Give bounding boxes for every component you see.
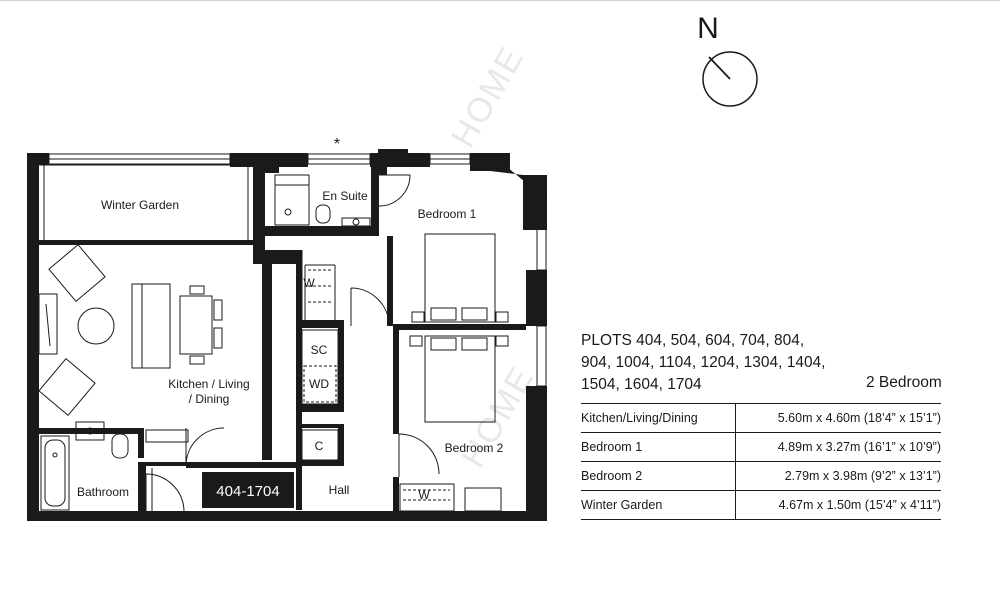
bed-1 — [411, 233, 509, 323]
label-dining: / Dining — [189, 392, 230, 406]
table-row: Kitchen/Living/Dining 5.60m x 4.60m (18’… — [581, 403, 941, 433]
label-wardrobe-1: W — [303, 276, 315, 290]
coffee-table-icon — [77, 307, 115, 345]
wardrobes — [308, 269, 450, 501]
room-name: Kitchen/Living/Dining — [581, 403, 736, 433]
doors — [145, 174, 440, 512]
label-bedroom-2: Bedroom 2 — [445, 441, 504, 455]
living-furniture — [38, 243, 223, 443]
bath-toilet-icon — [111, 433, 129, 459]
cupboard-c — [301, 429, 339, 461]
label-wardrobe-2: W — [418, 488, 430, 502]
plots-line-3: 1504, 1604, 1704 — [581, 376, 702, 393]
bedroom2-desk — [464, 487, 502, 512]
room-name: Bedroom 2 — [581, 461, 736, 491]
room-dimensions-table: Kitchen/Living/Dining 5.60m x 4.60m (18’… — [581, 403, 941, 520]
label-wd: WD — [309, 377, 329, 391]
en-suite-fixtures — [274, 174, 371, 227]
plot-badge-label: 404-1704 — [216, 483, 279, 500]
top-rule — [0, 0, 1000, 1]
label-en-suite: En Suite — [322, 189, 368, 203]
armchair-top — [48, 243, 106, 303]
label-sc: SC — [311, 343, 328, 357]
label-bedroom-1: Bedroom 1 — [418, 207, 477, 221]
label-winter-garden: Winter Garden — [101, 198, 179, 212]
table-row: Bedroom 2 2.79m x 3.98m (9’2” x 13’1”) — [581, 461, 941, 491]
outer-walls — [27, 149, 547, 521]
label-kitchen-living: Kitchen / Living — [168, 377, 249, 391]
bed-2 — [409, 335, 509, 423]
room-dims: 5.60m x 4.60m (18’4” x 15’1”) — [735, 403, 941, 433]
bathroom-fixtures — [40, 421, 129, 511]
plots-info: PLOTS 404, 504, 604, 704, 804, 904, 1004… — [581, 330, 941, 396]
basin-icon — [341, 217, 371, 227]
room-name: Winter Garden — [581, 490, 736, 520]
watermark-top: HOME — [444, 40, 532, 154]
tv-unit — [38, 293, 58, 355]
sofa-icon — [131, 283, 171, 369]
north-compass: N — [697, 12, 758, 107]
label-c: C — [315, 439, 324, 453]
bathtub-icon — [40, 435, 70, 511]
asterisk-mark: * — [334, 136, 340, 153]
table-row: Bedroom 1 4.89m x 3.27m (16’1” x 10’9”) — [581, 432, 941, 462]
bath-basin-icon — [75, 421, 105, 441]
room-dims: 4.67m x 1.50m (15’4” x 4’11”) — [735, 490, 941, 520]
room-dims: 2.79m x 3.98m (9’2” x 13’1”) — [735, 461, 941, 491]
room-dims: 4.89m x 3.27m (16’1” x 10’9”) — [735, 432, 941, 462]
shower-tray — [274, 174, 310, 226]
compass-needle — [708, 56, 731, 80]
kitchen-counter — [145, 429, 189, 443]
plots-line-1: PLOTS 404, 504, 604, 704, 804, — [581, 332, 805, 349]
washer-dryer-icon — [303, 365, 337, 403]
utility-cupboard — [301, 329, 339, 405]
plot-badge — [202, 472, 294, 508]
room-lines — [264, 250, 336, 460]
bedroom2-wardrobe — [399, 483, 455, 512]
label-bathroom: Bathroom — [77, 485, 129, 499]
dining-table-icon — [179, 295, 213, 355]
armchair-bottom — [38, 357, 96, 417]
interior-walls — [39, 165, 526, 511]
bedroom-type: 2 Bedroom — [866, 374, 942, 391]
label-hall: Hall — [329, 483, 350, 497]
winter-garden-frame — [39, 164, 253, 240]
compass-circle — [702, 51, 758, 107]
north-letter: N — [697, 12, 719, 45]
toilet-icon — [315, 204, 331, 224]
windows — [48, 153, 547, 387]
plots-line-2: 904, 1004, 1104, 1204, 1304, 1404, — [581, 354, 826, 371]
table-row: Winter Garden 4.67m x 1.50m (15’4” x 4’1… — [581, 490, 941, 520]
room-name: Bedroom 1 — [581, 432, 736, 462]
